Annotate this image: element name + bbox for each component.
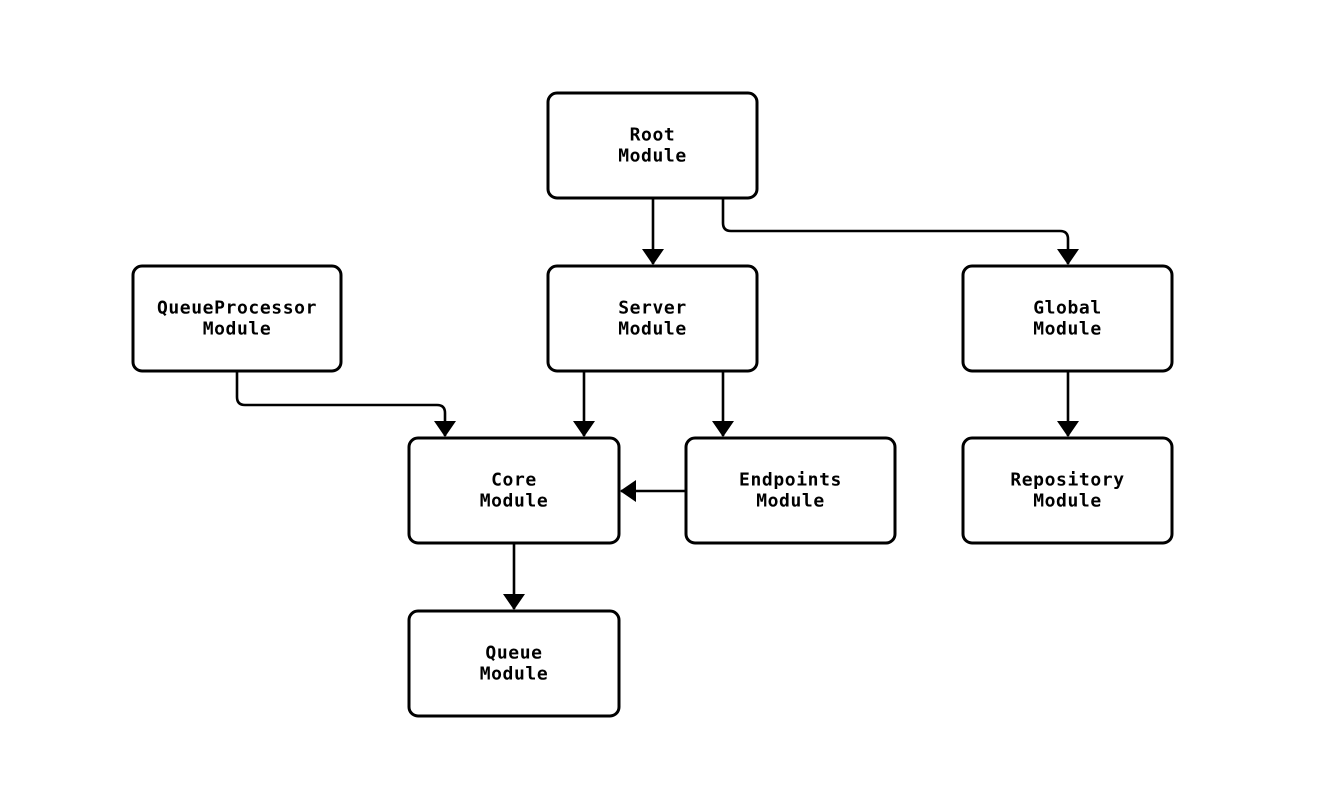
node-box: [961, 264, 1174, 373]
node-box: [131, 264, 343, 373]
node-box: [546, 91, 759, 200]
node-box: [407, 609, 621, 718]
node-box: [407, 436, 621, 545]
edges-layer: [235, 198, 1079, 610]
node-box: [546, 264, 759, 373]
edge-root-module-to-global-module: [721, 198, 1079, 265]
edge-queueprocessor-module-to-core-module: [235, 372, 456, 437]
node-box: [684, 436, 897, 545]
node-box: [961, 436, 1174, 545]
